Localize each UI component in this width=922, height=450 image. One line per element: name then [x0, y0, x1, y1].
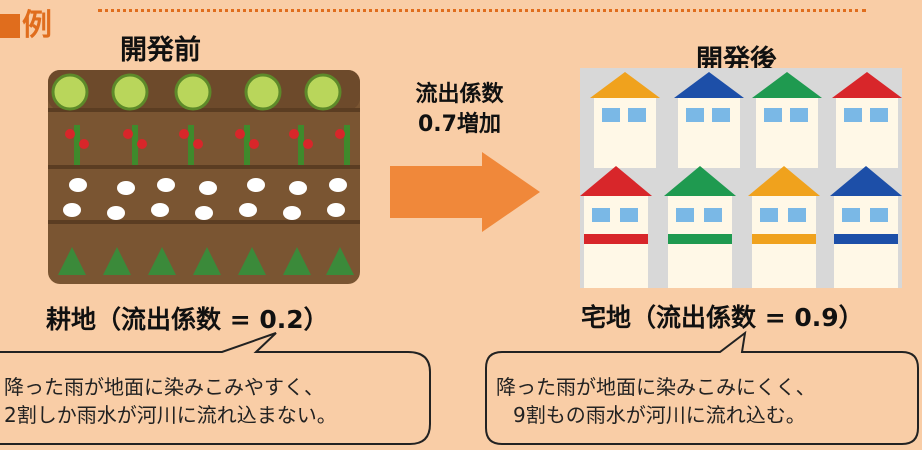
farmland-caption: 耕地（流出係数 = 0.2） [46, 305, 329, 334]
right-speech-bubble [485, 330, 919, 445]
left-speech-bubble [0, 332, 431, 445]
residential-explanation-line1: 降った雨が地面に染みこみにくく、 [496, 375, 816, 399]
residential-caption: 宅地（流出係数 = 0.9） [581, 303, 864, 332]
house-blue-1 [674, 72, 744, 168]
dotted-divider [98, 9, 866, 12]
house-red-2 [580, 166, 652, 288]
leafy-vegetable-row [58, 247, 354, 275]
house-green-2 [664, 166, 736, 288]
cabbage-row [51, 73, 342, 111]
house-orange-1 [590, 72, 660, 168]
residential-illustration [580, 68, 902, 288]
arrow-label-line2: 0.7増加 [418, 112, 501, 137]
right-arrow-icon [390, 152, 540, 232]
house-orange-2 [748, 166, 820, 288]
farmland-explanation-line2: 2割しか雨水が河川に流れ込まない。 [4, 403, 337, 427]
farmland-illustration [48, 70, 360, 284]
tomato-row [65, 125, 350, 165]
runoff-coefficient-change-label: 流出係数 0.7増加 [387, 80, 532, 140]
residential-explanation-line2: 9割もの雨水が河川に流れ込む。 [513, 403, 806, 427]
house-green-1 [752, 72, 822, 168]
tag-label: 例 [22, 8, 52, 43]
radish-row [63, 178, 347, 220]
house-red-1 [832, 72, 902, 168]
tag-square-icon [0, 14, 20, 38]
arrow-label-line1: 流出係数 [415, 82, 504, 107]
speech-bubbles [0, 330, 919, 445]
farmland-explanation-line1: 降った雨が地面に染みこみやすく、 [4, 375, 324, 399]
before-title: 開発前 [120, 35, 201, 66]
house-blue-2 [830, 166, 902, 288]
